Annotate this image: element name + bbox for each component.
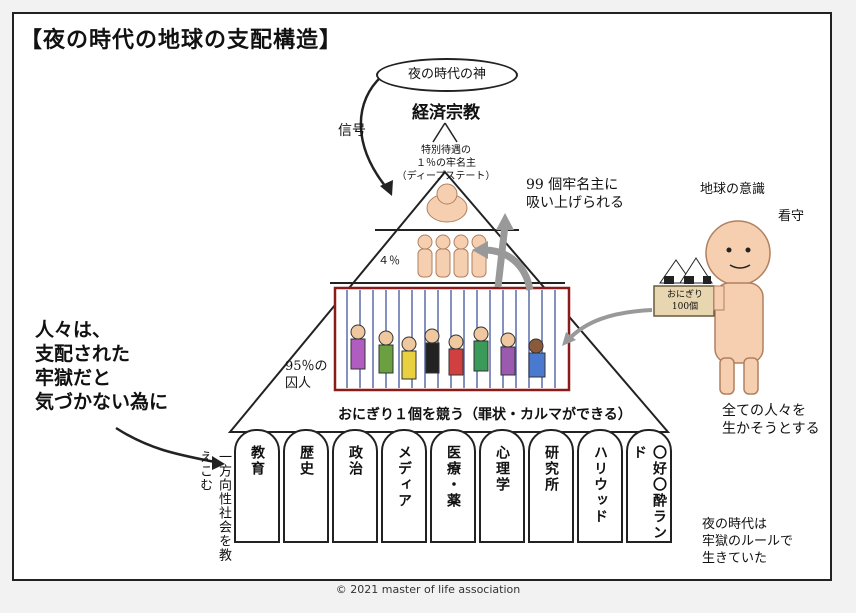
god-bubble: 夜の時代の神 <box>376 58 518 92</box>
education-arrow <box>115 426 216 464</box>
absorbed-line-2: 吸い上げられる <box>526 195 624 211</box>
pillar-land: 〇好〇酔ランド <box>626 429 672 543</box>
signal-arrow <box>359 75 391 193</box>
economy-religion-label: 経済宗教 <box>412 103 480 123</box>
night-line-2: 牢獄のルールで <box>702 534 794 549</box>
left-caption-line-1: 人々は、 <box>35 319 112 341</box>
page-title: 【夜の時代の地球の支配構造】 <box>20 27 343 53</box>
signal-label: 信号 <box>338 123 366 139</box>
elite-line-3: （ディープステート） <box>396 171 496 182</box>
earth-consciousness-label: 地球の意識 <box>700 182 766 197</box>
pillar-research: 研究所 <box>528 429 574 543</box>
pillar-medicine: 医療・薬 <box>430 429 476 543</box>
pillar-hollywood: ハリウッド <box>577 429 623 543</box>
box-line-1: おにぎり <box>666 290 703 300</box>
pillar-history: 歴史 <box>283 429 329 543</box>
night-line-3: 生きていた <box>702 551 768 566</box>
elite-label: 特別待遇の １％の牢名主 （ディープステート） <box>396 144 496 183</box>
pillar-education: 教育 <box>234 429 280 543</box>
absorb-arrow-2 <box>483 246 534 291</box>
four-percent-label: ４％ <box>378 254 400 267</box>
pillar-psychology: 心理学 <box>479 429 525 543</box>
prisoners <box>350 324 546 380</box>
supply-arrow <box>566 308 653 342</box>
guard-figure <box>705 220 771 395</box>
pillar-politics: 政治 <box>332 429 378 543</box>
signal-arrow-head <box>380 180 393 196</box>
left-caption-line-3: 牢獄だと <box>35 367 112 389</box>
save-caption: 全ての人々を 生かそうとする <box>722 402 820 438</box>
left-caption-line-2: 支配された <box>35 343 131 365</box>
left-caption-line-4: 気づかない為に <box>35 391 169 413</box>
absorbed-label: 99 個牢名主に 吸い上げられる <box>526 176 624 212</box>
copyright-text: © 2021 master of life association <box>335 583 521 596</box>
box-line-2: 100個 <box>671 302 699 312</box>
save-line-2: 生かそうとする <box>722 421 820 437</box>
guard-label: 看守 <box>778 209 805 224</box>
elite-line-2: １％の牢名主 <box>416 158 476 169</box>
onigiri-box <box>653 257 725 317</box>
night-caption: 夜の時代は 牢獄のルールで 生きていた <box>702 516 793 567</box>
absorbed-line-1: 99 個牢名主に <box>526 177 619 193</box>
prisoners-line-2: 囚人 <box>285 376 312 391</box>
one-way-label: 一方向性社会を教えこむ <box>197 450 231 562</box>
night-line-1: 夜の時代は <box>702 517 768 532</box>
prisoners-line-1: 95％の <box>285 359 328 374</box>
prisoners-label: 95％の 囚人 <box>285 358 328 392</box>
left-caption: 人々は、 支配された 牢獄だと 気づかない為に <box>35 318 168 414</box>
elite-figure <box>426 183 468 223</box>
pillar-media: メディア <box>381 429 427 543</box>
competition-label: おにぎり１個を競う（罪状・カルマができる） <box>338 407 632 423</box>
box-label: おにぎり 100個 <box>656 289 714 313</box>
peak-line-right <box>444 122 458 143</box>
save-line-1: 全ての人々を <box>722 403 806 419</box>
elite-line-1: 特別待遇の <box>421 145 471 156</box>
peak-line-left <box>432 122 446 143</box>
